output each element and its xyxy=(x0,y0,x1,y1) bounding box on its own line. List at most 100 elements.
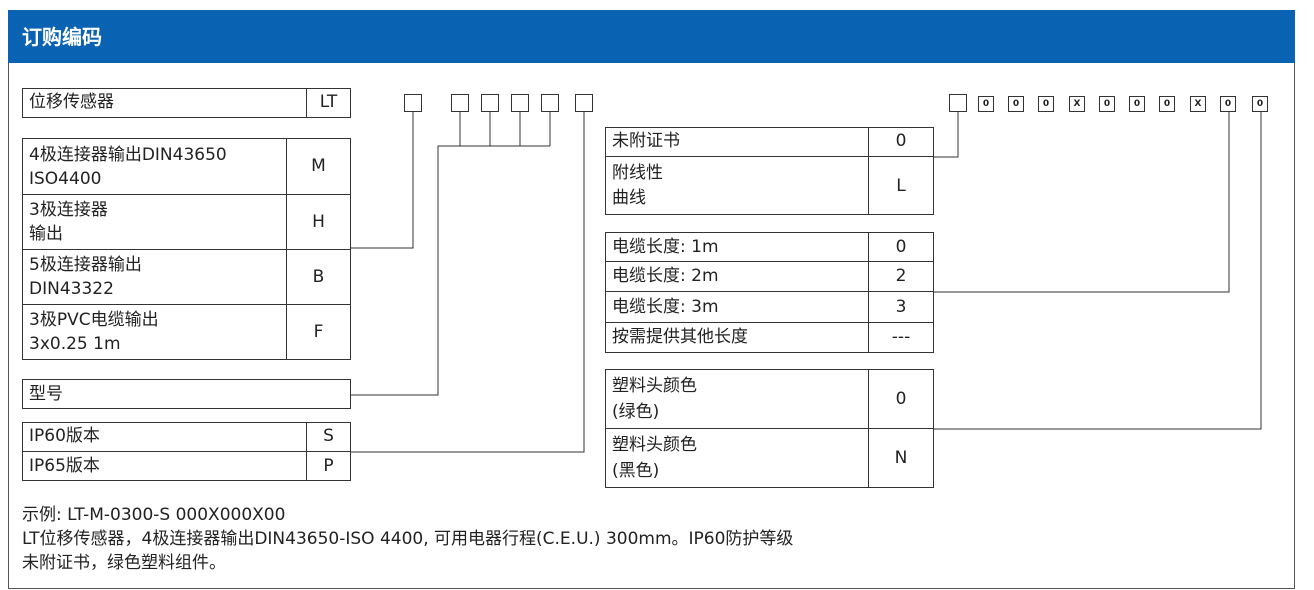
code-square-model xyxy=(481,94,499,112)
example-line: 未附证书，绿色塑料组件。 xyxy=(22,553,226,573)
color-label: 塑料头颜色 xyxy=(612,376,697,396)
output-label-2: 3x0.25 1m xyxy=(29,334,121,354)
connector-model xyxy=(351,145,550,396)
sensor-label-cell: 位移传感器 xyxy=(22,88,307,118)
color-code-cell: 0 xyxy=(868,369,934,429)
example-line: 示例: LT-M-0300-S 000X000X00 xyxy=(22,505,286,525)
output-label-2: 输出 xyxy=(29,224,63,244)
output-code-cell: H xyxy=(286,194,351,250)
output-label-2: DIN43322 xyxy=(29,279,114,299)
cable-label: 电缆长度: 3m xyxy=(612,297,719,317)
code-square-certificate xyxy=(949,94,967,112)
protection-label: IP60版本 xyxy=(29,426,100,446)
code-square-output xyxy=(404,94,422,112)
color-label-2: (黑色) xyxy=(612,461,660,481)
protection-code: S xyxy=(323,426,334,446)
cable-label: 电缆长度: 2m xyxy=(612,266,719,286)
cable-code-cell: 3 xyxy=(868,291,934,323)
protection-code-cell: P xyxy=(306,451,351,481)
protection-code-cell: S xyxy=(306,422,351,452)
output-label: 4极连接器输出DIN43650 xyxy=(29,145,227,165)
output-code-cell: F xyxy=(286,304,351,360)
cable-code: 3 xyxy=(895,297,907,317)
color-label-2: (绿色) xyxy=(612,402,660,422)
protection-row-s: IP60版本 xyxy=(22,422,307,452)
certificate-label: 附线性 xyxy=(612,163,663,183)
model-label: 型号 xyxy=(29,384,63,404)
code-box: 0 xyxy=(1159,96,1175,112)
connector-color xyxy=(934,112,1262,430)
code-box: 0 xyxy=(1252,96,1268,112)
cable-row: 电缆长度: 3m xyxy=(605,291,869,323)
cable-code: 2 xyxy=(895,266,907,286)
output-code-cell: M xyxy=(286,138,351,195)
code-box: X xyxy=(1069,96,1085,112)
protection-row-p: IP65版本 xyxy=(22,451,307,481)
output-code: F xyxy=(313,322,324,342)
sensor-label: 位移传感器 xyxy=(29,92,114,112)
output-code: M xyxy=(311,156,326,176)
code-box: 0 xyxy=(1129,96,1145,112)
cable-row: 按需提供其他长度 xyxy=(605,322,869,353)
certificate-row-l: 附线性 曲线 xyxy=(605,156,869,215)
cable-code-cell: --- xyxy=(868,322,934,353)
cable-row: 电缆长度: 1m xyxy=(605,232,869,262)
sensor-code-cell: LT xyxy=(306,88,351,118)
cable-label: 按需提供其他长度 xyxy=(612,327,748,347)
certificate-row-0: 未附证书 xyxy=(605,127,869,157)
content-frame xyxy=(8,63,1295,589)
output-row-b: 5极连接器输出 DIN43322 xyxy=(22,249,287,305)
output-label: 3极连接器 xyxy=(29,200,108,220)
code-box: 0 xyxy=(1220,96,1236,112)
code-box: X xyxy=(1190,96,1206,112)
output-code: H xyxy=(312,212,325,232)
code-square-model xyxy=(451,94,469,112)
output-label: 3极PVC电缆输出 xyxy=(29,310,159,330)
output-row-h: 3极连接器 输出 xyxy=(22,194,287,250)
code-square-model xyxy=(511,94,529,112)
certificate-code-cell: 0 xyxy=(868,127,934,157)
protection-label: IP65版本 xyxy=(29,456,100,476)
output-code: B xyxy=(312,267,325,287)
cable-label: 电缆长度: 1m xyxy=(612,237,719,257)
color-code: N xyxy=(894,448,908,468)
code-box: 0 xyxy=(978,96,994,112)
example-text: 示例: LT-M-0300-S 000X000X00 LT位移传感器，4极连接器… xyxy=(22,503,793,575)
cable-row: 电缆长度: 2m xyxy=(605,261,869,292)
output-label-2: ISO4400 xyxy=(29,169,102,189)
color-code: 0 xyxy=(895,389,907,409)
output-code-cell: B xyxy=(286,249,351,305)
model-cell: 型号 xyxy=(22,379,351,409)
protection-code: P xyxy=(323,456,334,476)
certificate-code-cell: L xyxy=(868,156,934,215)
connector-certificate xyxy=(934,112,959,158)
cable-code-cell: 2 xyxy=(868,261,934,292)
connector-protection xyxy=(351,112,585,453)
section-title: 订购编码 xyxy=(22,25,102,49)
color-code-cell: N xyxy=(868,428,934,488)
certificate-code: L xyxy=(896,176,906,196)
certificate-label-2: 曲线 xyxy=(612,188,646,208)
connector-cable xyxy=(934,112,1230,293)
output-row-f: 3极PVC电缆输出 3x0.25 1m xyxy=(22,304,287,360)
certificate-label: 未附证书 xyxy=(612,131,680,151)
output-row-m: 4极连接器输出DIN43650 ISO4400 xyxy=(22,138,287,195)
cable-code-cell: 0 xyxy=(868,232,934,262)
code-box: 0 xyxy=(1099,96,1115,112)
code-box: 0 xyxy=(1038,96,1054,112)
certificate-code: 0 xyxy=(895,131,907,151)
output-label: 5极连接器输出 xyxy=(29,255,142,275)
cable-code: --- xyxy=(891,327,911,347)
code-square-protection xyxy=(575,94,593,112)
cable-code: 0 xyxy=(895,237,907,257)
color-row-black: 塑料头颜色 (黑色) xyxy=(605,428,869,488)
sensor-code: LT xyxy=(319,92,338,112)
color-label: 塑料头颜色 xyxy=(612,435,697,455)
code-box: 0 xyxy=(1008,96,1024,112)
color-row-green: 塑料头颜色 (绿色) xyxy=(605,369,869,429)
connector-output xyxy=(351,112,414,249)
example-line: LT位移传感器，4极连接器输出DIN43650-ISO 4400, 可用电器行程… xyxy=(22,529,794,549)
section-header: 订购编码 xyxy=(8,10,1295,63)
code-square-model xyxy=(541,94,559,112)
